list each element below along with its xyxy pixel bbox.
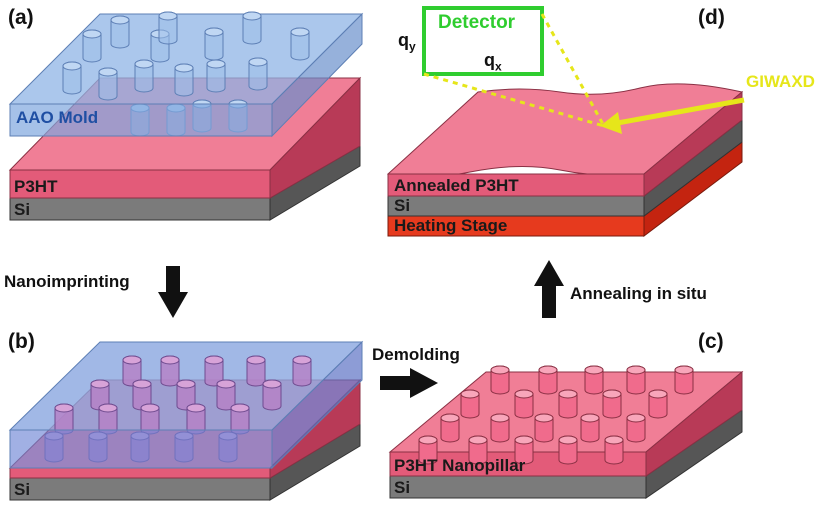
annealed-p3ht-label: Annealed P3HT	[394, 176, 519, 195]
demolding-arrow	[380, 368, 438, 398]
qx-label: qx	[484, 50, 502, 74]
giwaxd-beam	[611, 97, 745, 127]
giwaxd-label: GIWAXD	[746, 72, 815, 91]
qy-label: qy	[398, 30, 416, 54]
detector-label: Detector	[438, 12, 516, 33]
si-label-d: Si	[394, 196, 411, 215]
annealing-label: Annealing in situ	[570, 284, 707, 303]
panel-label-c: (c)	[698, 330, 724, 353]
nanoimprinting-label: Nanoimprinting	[4, 272, 130, 291]
si-label-a: Si	[14, 200, 31, 219]
demolding-label: Demolding	[372, 345, 460, 364]
aao-mold-label: AAO Mold	[16, 108, 99, 127]
heating-stage-label: Heating Stage	[394, 216, 508, 235]
nanopillar-label: P3HT Nanopillar	[394, 456, 526, 475]
p3ht-label-a: P3HT	[14, 177, 58, 196]
panel-label-a: (a)	[8, 6, 34, 29]
scatter-line-lower	[423, 72, 605, 128]
nanoimprinting-arrow	[158, 266, 188, 318]
panel-label-d: (d)	[698, 6, 725, 29]
si-label-c: Si	[394, 478, 411, 497]
panel-label-b: (b)	[8, 330, 35, 353]
si-label-b: Si	[14, 480, 31, 499]
annealing-arrow	[534, 260, 564, 318]
detector-box	[422, 6, 544, 76]
panel-c-stack	[388, 365, 744, 499]
panel-b-stack	[8, 340, 364, 501]
giwaxd-arrowhead	[600, 112, 622, 134]
panel-a-stack	[8, 11, 364, 221]
panel-d-stack	[386, 83, 744, 238]
scatter-line-upper	[540, 13, 606, 127]
